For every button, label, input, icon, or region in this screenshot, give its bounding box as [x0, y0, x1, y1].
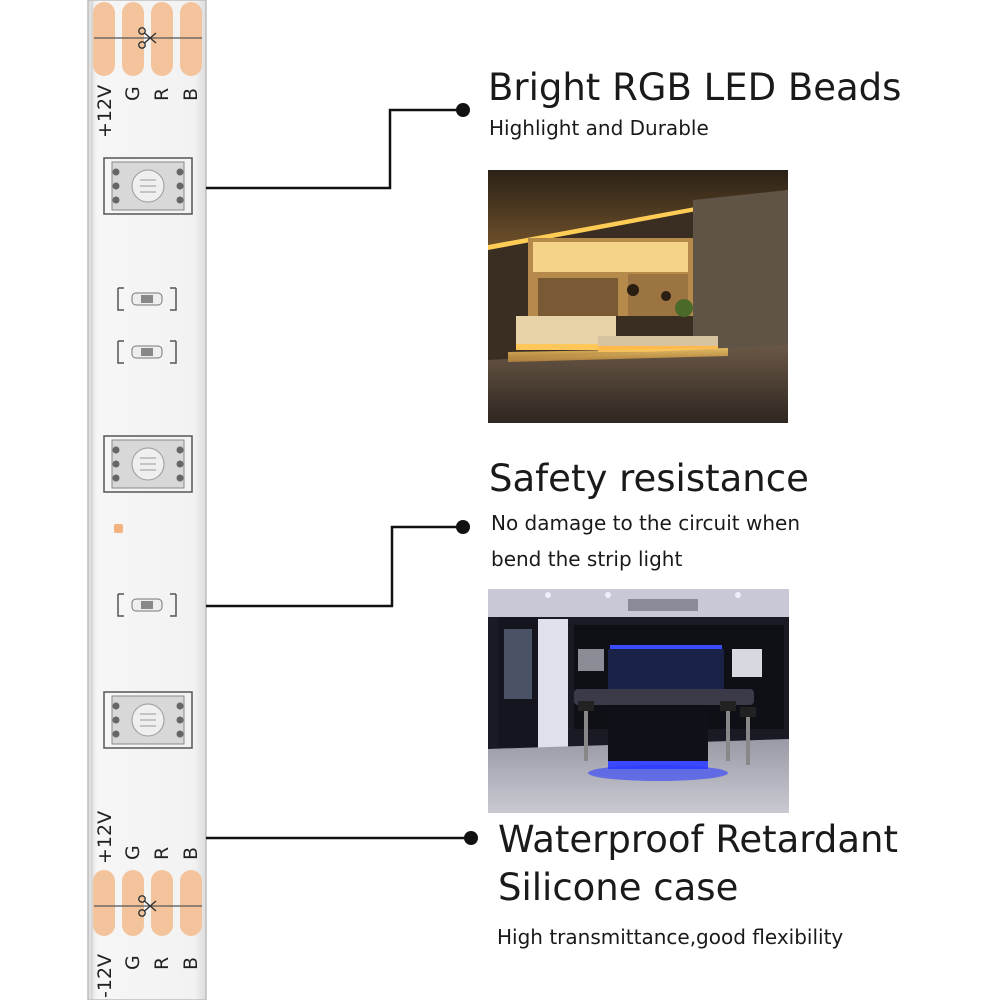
led-chip: [103, 157, 193, 215]
strip-label-r: R: [151, 88, 173, 101]
callout-line-1: [206, 108, 462, 190]
strip-label-r-lower: R: [151, 847, 173, 860]
callout-line-2: [206, 525, 462, 608]
strip-label-plus12v: +12V: [94, 85, 116, 138]
feature-title-waterproof-line1: Waterproof Retardant: [498, 818, 898, 861]
top-copper-pads: [93, 2, 202, 76]
callout-dot-1: [456, 103, 470, 117]
blue-led-kitchen-photo: [488, 589, 789, 813]
feature-subtitle-bright-rgb: Highlight and Durable: [489, 116, 709, 140]
strip-label-plus12v-lower: +12V: [94, 811, 116, 864]
strip-label-b: B: [180, 88, 202, 101]
warm-led-lobby-photo: [488, 170, 788, 423]
resistor: [117, 593, 177, 617]
strip-label-b-bottom: B: [180, 957, 202, 970]
strip-label-minus12v: -12V: [94, 954, 116, 998]
resistor: [117, 340, 177, 364]
bottom-copper-pads: [93, 870, 202, 936]
resistor: [117, 287, 177, 311]
led-chip: [103, 435, 193, 493]
solder-pad: [114, 524, 123, 533]
feature-subtitle-safety-line1: No damage to the circuit when: [491, 511, 800, 535]
scissors-icon: [138, 895, 157, 917]
feature-subtitle-safety-line2: bend the strip light: [491, 547, 683, 571]
feature-subtitle-waterproof: High transmittance,good flexibility: [497, 925, 844, 949]
led-chip: [103, 691, 193, 749]
strip-label-r-bottom: R: [151, 957, 173, 970]
scissors-icon: [138, 27, 157, 49]
feature-title-waterproof-line2: Silicone case: [498, 866, 739, 909]
feature-title-safety: Safety resistance: [489, 457, 809, 500]
feature-title-bright-rgb: Bright RGB LED Beads: [488, 66, 902, 109]
callout-dot-2: [456, 520, 470, 534]
strip-label-g: G: [122, 86, 144, 101]
strip-label-b-lower: B: [180, 847, 202, 860]
callout-dot-3: [464, 831, 478, 845]
strip-label-g-lower: G: [122, 845, 144, 860]
strip-label-g-bottom: G: [122, 955, 144, 970]
